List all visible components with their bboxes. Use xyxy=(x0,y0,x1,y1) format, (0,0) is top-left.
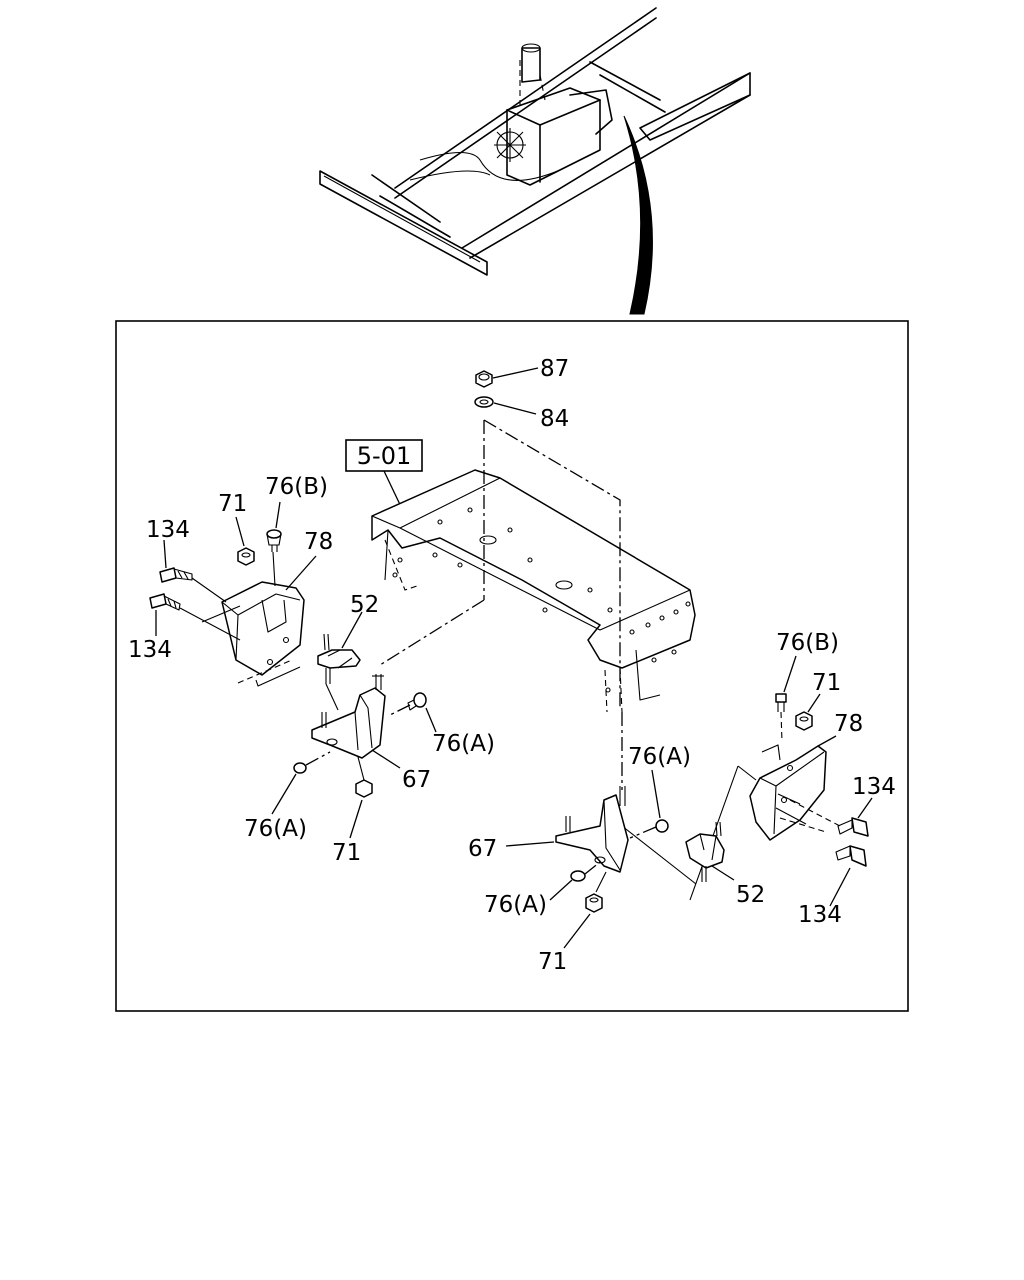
left-mount-assembly xyxy=(149,529,427,798)
callout-134-right-bottom: 134 xyxy=(798,902,842,928)
callout-52-left: 52 xyxy=(350,592,379,618)
callout-78-left: 78 xyxy=(304,529,333,555)
callout-87: 87 xyxy=(540,356,569,382)
callout-67-right: 67 xyxy=(468,836,497,862)
callout-78-right: 78 xyxy=(834,711,863,737)
top-hardware xyxy=(379,370,623,790)
detail-frame xyxy=(115,320,909,1012)
callout-76b-right: 76(B) xyxy=(776,630,839,656)
reference-label: 5-01 xyxy=(357,442,411,470)
callout-134-left-top: 134 xyxy=(146,517,190,543)
callout-71-right-bottom: 71 xyxy=(538,949,567,975)
leader-lines xyxy=(155,367,873,949)
callout-71-right: 71 xyxy=(812,670,841,696)
callout-84: 84 xyxy=(540,406,569,432)
reference-box: 5-01 xyxy=(345,439,423,514)
callout-76a-left-bottom: 76(A) xyxy=(244,816,307,842)
callout-76a-left-right: 76(A) xyxy=(432,731,495,757)
callout-76a-right-top: 76(A) xyxy=(628,744,691,770)
callout-67-left: 67 xyxy=(402,767,431,793)
callout-76b-left: 76(B) xyxy=(265,474,328,500)
callout-52-right: 52 xyxy=(736,882,765,908)
callout-labels: 87 84 76(B) 71 78 134 134 52 76(A) 67 76… xyxy=(128,356,896,975)
callout-76a-right-bottom: 76(A) xyxy=(484,892,547,918)
callout-134-right-top: 134 xyxy=(852,774,896,800)
callout-71-left-bottom: 71 xyxy=(332,840,361,866)
crossmember-drawing xyxy=(371,469,696,713)
callout-71-left: 71 xyxy=(218,491,247,517)
chassis-overview-drawing xyxy=(319,7,751,315)
callout-134-left-bottom: 134 xyxy=(128,637,172,663)
right-mount-assembly xyxy=(555,693,869,913)
